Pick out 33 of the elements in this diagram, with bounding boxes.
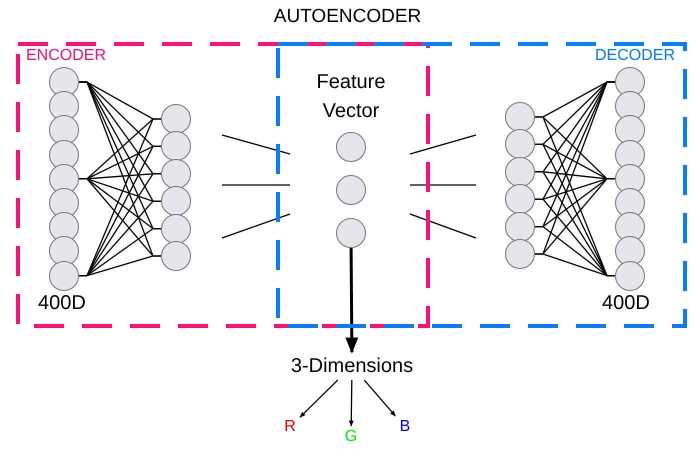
neuron-circle — [336, 175, 366, 205]
feature-vector-label: Feature Vector — [316, 70, 386, 124]
neuron-circle — [49, 260, 79, 291]
arrow — [300, 380, 338, 418]
frame-heading: DECODER — [594, 47, 675, 65]
neuron-circle — [161, 104, 191, 134]
neuron-circle — [505, 129, 535, 160]
arrow — [345, 248, 358, 354]
connection-line — [535, 253, 615, 276]
diagram-title: AUTOENCODER — [272, 6, 422, 28]
channel-label: G — [344, 428, 358, 446]
neuron-circle — [161, 131, 191, 162]
arrow — [348, 380, 354, 427]
neuron-circle — [615, 260, 645, 291]
neuron-circle — [505, 102, 535, 132]
neuron-circle — [336, 132, 366, 162]
connection-line — [79, 255, 161, 276]
dimension-label: 400D — [602, 292, 650, 315]
channel-label: B — [400, 418, 410, 436]
neuron-circle — [505, 239, 535, 269]
neuron-circle — [161, 214, 191, 244]
neuron-circle — [505, 156, 535, 187]
neuron-circle — [161, 241, 191, 271]
node-label: 3-Dimensions — [290, 354, 414, 378]
channel-label: R — [284, 418, 296, 436]
neuron-circle — [336, 218, 366, 248]
frame-heading: ENCODER — [26, 47, 106, 65]
dimension-label: 400D — [38, 292, 86, 315]
neuron-circle — [161, 158, 191, 189]
arrow — [364, 380, 396, 416]
neuron-circle — [161, 186, 191, 216]
neuron-circle — [505, 212, 535, 242]
neuron-circle — [505, 184, 535, 214]
